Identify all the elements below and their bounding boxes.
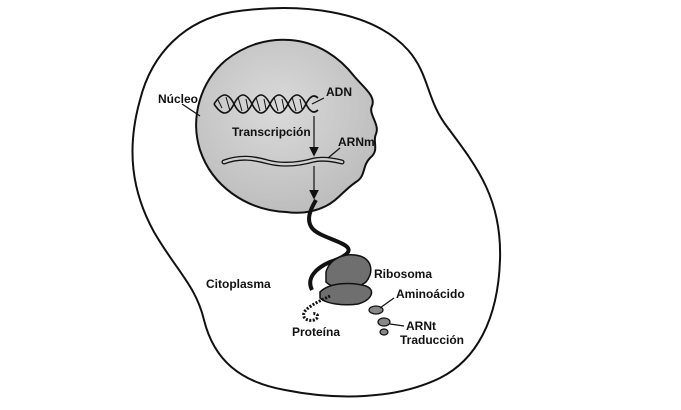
aminoacido-leader <box>379 297 395 309</box>
arnm-leader <box>327 147 341 159</box>
label-arnm: ARNm <box>338 135 375 149</box>
label-ribosoma: Ribosoma <box>374 267 432 281</box>
label-proteina: Proteína <box>292 325 340 339</box>
arnt-leader <box>389 323 405 327</box>
dna-helix <box>213 94 319 114</box>
label-arnt: ARNt <box>406 319 436 333</box>
label-adn: ADN <box>326 85 352 99</box>
label-aminoacido: Aminoácido <box>396 287 465 301</box>
nucleo-leader <box>181 103 201 117</box>
adn-leader <box>311 97 325 105</box>
label-transcripcion: Transcripción <box>232 125 311 139</box>
cytoplasm-mrna <box>307 198 351 291</box>
ribosome <box>319 254 373 306</box>
label-nucleo: Núcleo <box>158 92 198 106</box>
trna-molecules <box>368 305 391 336</box>
label-citoplasma: Citoplasma <box>206 277 271 291</box>
protein-chain <box>302 294 331 322</box>
label-traduccion: Traducción <box>400 333 464 347</box>
nucleus <box>195 38 378 214</box>
